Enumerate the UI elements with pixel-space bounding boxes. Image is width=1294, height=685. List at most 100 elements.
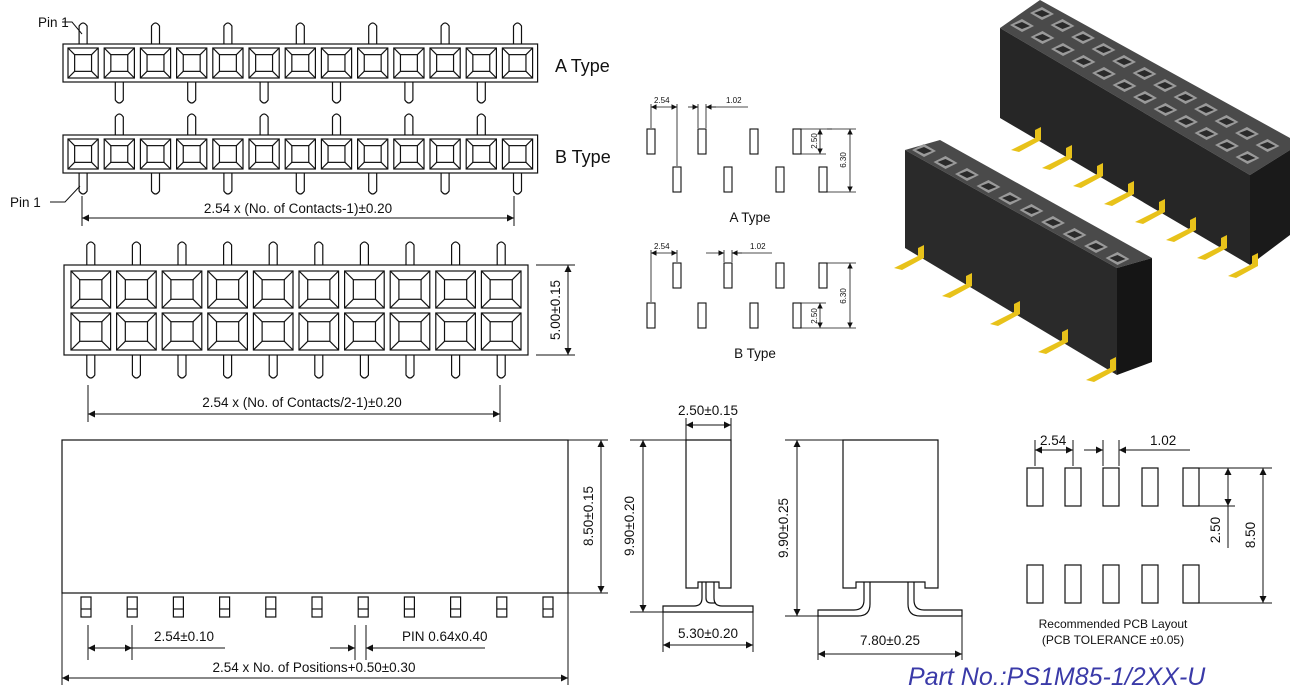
small-b-pad-text: 1.02 — [750, 242, 766, 251]
part-number-title: Part No.:PS1M85-1/2XX-U — [908, 663, 1206, 685]
pin — [314, 355, 324, 379]
small-a-type-label: A Type — [729, 210, 770, 225]
socket-cell — [176, 138, 208, 170]
dual-row-height-dimension — [536, 264, 575, 356]
pin1-leader-bottom — [50, 185, 81, 203]
socket-cell — [357, 138, 389, 170]
socket-cell — [298, 312, 340, 351]
pin — [311, 596, 323, 618]
pin — [114, 82, 124, 104]
dual-row-top-view — [63, 241, 529, 379]
small-a-pad-text: 1.02 — [726, 96, 742, 105]
contact-pin — [1011, 127, 1041, 152]
socket-cell — [252, 270, 294, 309]
pin1-leader-top — [62, 21, 83, 35]
small-a-type-layout — [646, 128, 828, 193]
socket-cell — [298, 270, 340, 309]
pin1-label-top: Pin 1 — [38, 15, 69, 30]
pin — [440, 22, 450, 44]
overall-length-dimension — [61, 593, 569, 685]
pcb-layout-pads — [1026, 467, 1200, 604]
small-b-offset-text: 2.50 — [810, 308, 819, 324]
pin — [359, 355, 369, 379]
socket-cell — [435, 270, 476, 309]
socket-cell — [67, 138, 99, 170]
pin — [78, 22, 88, 44]
socket-cell — [393, 138, 425, 170]
end-view-single — [662, 439, 754, 613]
pin — [259, 113, 269, 135]
pin — [476, 82, 486, 104]
pin — [131, 355, 141, 379]
pin — [172, 596, 184, 618]
small-b-pitch-text: 2.54 — [654, 242, 670, 251]
socket-cell — [465, 138, 498, 170]
pcb-pitch-text: 2.54 — [1040, 433, 1067, 448]
socket-cell — [207, 270, 249, 309]
pin — [131, 241, 141, 265]
socket-cell — [103, 47, 135, 79]
socket-cell — [70, 312, 112, 351]
pin-size-dimension — [330, 625, 485, 660]
end-single-width-dimension — [685, 418, 732, 440]
socket-cell — [284, 138, 317, 170]
housing-outline — [63, 264, 529, 356]
pin — [368, 22, 378, 44]
socket-cell — [465, 47, 498, 79]
socket-cell — [67, 47, 99, 79]
end-single-width-text: 2.50±0.15 — [678, 403, 738, 418]
contact-pin — [1104, 181, 1134, 206]
end-single-foot-text: 5.30±0.20 — [678, 626, 738, 641]
contact-pin — [894, 245, 924, 270]
pin — [451, 355, 461, 379]
pin — [405, 241, 415, 265]
pin — [368, 173, 378, 195]
overall-length-text: 2.54 x No. of Positions+0.50±0.30 — [213, 660, 416, 675]
socket-cell — [320, 138, 353, 170]
pin — [150, 22, 161, 44]
end-single-height-dimension — [630, 439, 686, 613]
housing-outline — [62, 134, 539, 174]
socket-cell — [212, 138, 244, 170]
housing-outline — [62, 43, 539, 83]
contact-pin — [1135, 199, 1165, 224]
pin — [187, 113, 197, 135]
dual-row-pitch-text: 2.54 x (No. of Contacts/2-1)±0.20 — [202, 395, 402, 410]
pin — [512, 22, 523, 44]
pin — [357, 596, 369, 618]
contact-pin — [942, 273, 972, 298]
pcb-caption: Recommended PCB Layout — [1039, 617, 1188, 631]
socket-cell — [176, 47, 208, 79]
side-pitch-text: 2.54±0.10 — [154, 629, 214, 644]
pin — [150, 173, 161, 195]
pin — [496, 596, 508, 618]
socket-cell — [70, 270, 112, 309]
socket-cell — [389, 312, 431, 351]
pin — [295, 22, 305, 44]
end-dual-height-text: 9.90±0.25 — [776, 498, 791, 558]
end-dual-foot-text: 7.80±0.25 — [860, 633, 920, 648]
end-dual-height-dimension — [785, 439, 843, 617]
a-type-label: A Type — [555, 56, 610, 76]
pin — [126, 596, 138, 618]
connector-3d-image — [894, 0, 1290, 382]
socket-cell — [139, 47, 172, 79]
pin — [295, 173, 305, 195]
pin — [314, 241, 324, 265]
pin — [265, 596, 277, 618]
pin — [177, 241, 187, 265]
pin — [451, 241, 461, 265]
socket-cell — [429, 47, 461, 79]
pcb-tolerance: (PCB TOLERANCE ±0.05) — [1042, 633, 1184, 647]
end-single-foot-dimension — [662, 612, 754, 652]
contact-pin — [1228, 253, 1258, 278]
socket-cell — [344, 312, 385, 351]
socket-cell — [248, 47, 280, 79]
small-b-dimensions — [650, 250, 856, 329]
pin — [268, 355, 278, 379]
small-a-offset-text: 2.50 — [810, 133, 819, 149]
pin — [404, 113, 414, 135]
socket-cell — [161, 270, 203, 309]
pin — [114, 113, 124, 135]
